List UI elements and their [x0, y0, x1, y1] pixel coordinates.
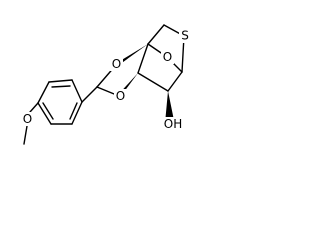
bond-c4-ch2: [147, 24, 165, 45]
bond-aryl-6: [71, 101, 83, 125]
bond-aryl-2: [48, 79, 73, 83]
hydroxyl-text: OH: [164, 117, 182, 131]
aryl-double-bond-c: [69, 102, 78, 120]
wedge-c2-oh: [165, 91, 174, 118]
bond-acetal-aryl: [81, 86, 98, 103]
bond-aryl-4: [37, 102, 52, 125]
chemical-structure: O O O S OH O: [21, 24, 191, 145]
bond-c3-c4: [137, 43, 149, 74]
ring-oxygen-top-text: O: [112, 57, 121, 71]
ring-oxygen-top-label: O: [110, 57, 123, 71]
bond-aryl-methoxy-o: [29, 102, 39, 113]
wedge-c4-o: [115, 44, 148, 67]
bond-aryl-1: [71, 79, 83, 103]
ring-oxygen-bottom-label: O: [114, 89, 127, 103]
methoxy-group: [23, 102, 39, 145]
bond-c2-c3: [137, 72, 169, 92]
sulfur-text: S: [181, 29, 189, 43]
bridge-oxygen-label: O: [161, 50, 174, 64]
atom-labels: O O O S OH O: [21, 28, 191, 131]
bond-aryl-3: [37, 81, 50, 104]
methoxy-oxygen-label: O: [21, 112, 34, 126]
ring-oxygen-bottom-text: O: [116, 89, 125, 103]
bond-c1-c2: [167, 71, 183, 92]
aryl-double-bond-b: [42, 102, 54, 120]
aryl-double-bond-a: [51, 85, 71, 88]
bond-methoxy-o-ch3: [23, 125, 28, 145]
hydroxyl-label: OH: [161, 117, 185, 131]
methoxy-oxygen-text: O: [23, 112, 32, 126]
bridge-oxygen-text: O: [163, 50, 172, 64]
sulfur-label: S: [179, 28, 191, 43]
methoxyphenyl-ring: [37, 79, 98, 125]
